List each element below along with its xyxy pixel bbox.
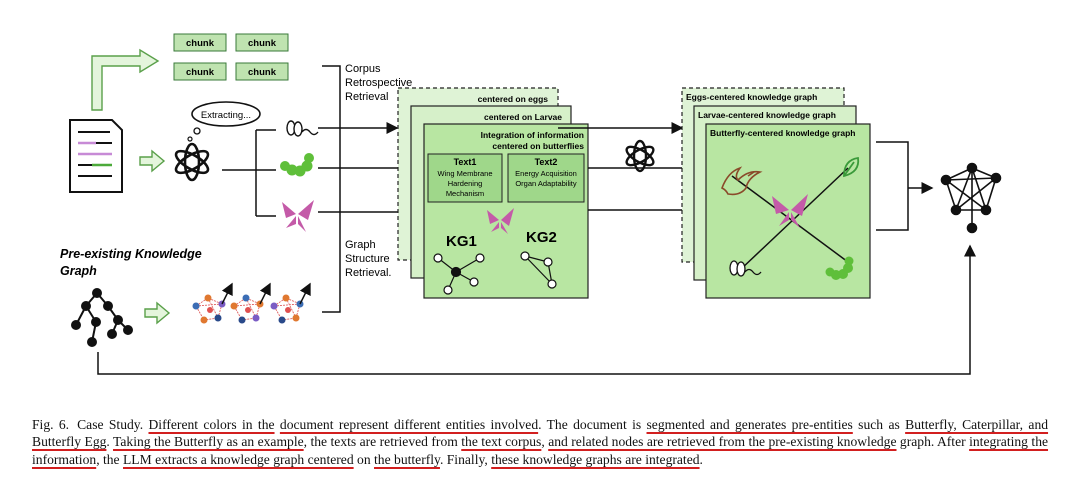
- kg1-graph: [433, 253, 485, 295]
- chunk-label: chunk: [248, 67, 277, 78]
- caption-underlined-segment: LLM extracts a knowledge graph centered: [123, 451, 354, 467]
- document-icon: [69, 119, 123, 193]
- preexisting-label: Pre-existing Knowledge: [60, 247, 202, 261]
- caption-underlined-segment: Butterfly, Caterpillar, and Butterfly Eg…: [32, 417, 1049, 450]
- kg-bracket: [876, 141, 909, 231]
- caption-underlined-segment: the text corpus: [461, 434, 542, 450]
- caption-segment: .: [699, 451, 703, 467]
- kg1-label: KG1: [446, 233, 477, 250]
- caption-segment: on: [353, 451, 375, 467]
- kg-stack: Eggs-centered knowledge graph Larvae-cen…: [681, 87, 871, 299]
- chunk-arrow: [91, 48, 160, 111]
- caption-segment: such as: [852, 417, 906, 432]
- network-icon: [940, 162, 1002, 234]
- text1-title: Text1: [454, 157, 477, 167]
- text2-line: Energy Acquisition: [515, 169, 577, 178]
- caption-underlined-segment: segmented and generates pre-entities: [646, 417, 853, 432]
- caption-label: Fig. 6.: [32, 417, 70, 432]
- bird-icon: [720, 166, 763, 196]
- corpus-label-line: Retrieval: [345, 91, 388, 103]
- butterfly-icon: [282, 200, 314, 232]
- chunk-label: chunk: [186, 67, 215, 78]
- corpus-label-line: Retrospective: [345, 77, 412, 89]
- tree-graph-icon: [71, 288, 133, 347]
- chunk-boxes: chunk chunk chunk chunk: [173, 33, 289, 81]
- caption-body: Case Study. Different colors in the docu…: [32, 417, 1048, 467]
- caption-underlined-segment: these knowledge graphs are integrated: [491, 451, 700, 467]
- preexisting-label: Graph: [60, 264, 97, 278]
- text1-line: Wing Membrane: [437, 169, 492, 178]
- thought-cloud: Extracting...: [187, 101, 261, 142]
- colored-graphs: [192, 282, 311, 324]
- caption-underlined-segment: Different colors in the: [148, 417, 275, 432]
- caption-segment: . The document is: [538, 417, 647, 432]
- figure-diagram: chunk chunk chunk chunk Extracting...: [60, 33, 1002, 375]
- caption-underlined-segment: Taking the Butterfly as an example: [113, 434, 304, 450]
- corpus-bracket: [322, 65, 341, 313]
- panel-integration-title: centered on butterflies: [492, 141, 584, 151]
- green-arrow: [139, 149, 166, 173]
- chunk-label: chunk: [248, 38, 277, 49]
- green-arrow: [144, 301, 171, 325]
- caption-underlined-segment: integrating the information: [32, 434, 1049, 467]
- figure-caption: Fig. 6.Case Study. Different colors in t…: [32, 416, 1048, 468]
- text2-line: Organ Adaptability: [515, 179, 577, 188]
- text1-box: [427, 153, 503, 203]
- text1-line: Hardening: [448, 179, 483, 188]
- extracting-label: Extracting...: [201, 110, 251, 121]
- chunk-box: [173, 33, 227, 52]
- text2-title: Text2: [535, 157, 558, 167]
- egg-icon: [286, 120, 319, 137]
- caption-segment: . Finally,: [439, 451, 492, 467]
- butterfly-icon: [772, 194, 808, 228]
- caption-segment: , the texts are retrieved from: [303, 434, 462, 450]
- chunk-box: [235, 62, 289, 81]
- caption-segment: graph. After: [896, 434, 970, 450]
- text1-line: Mechanism: [446, 189, 484, 198]
- egg-icon: [729, 260, 762, 277]
- caption-segment: .: [106, 434, 114, 450]
- corpus-label-line: Corpus: [345, 63, 381, 75]
- panel-integration-title: Integration of information: [481, 130, 584, 140]
- kg-eggs-title: Eggs-centered knowledge graph: [686, 92, 817, 102]
- caption-segment: , the: [96, 451, 123, 467]
- graph-label-line: Graph: [345, 239, 376, 251]
- caption-underlined-segment: document represent different entities in…: [279, 417, 539, 432]
- text2-box: [507, 153, 585, 203]
- chunk-box: [235, 33, 289, 52]
- butterfly-icon: [487, 208, 514, 234]
- feedback-loop-arrow: [97, 244, 976, 375]
- llm-logo-icon: [174, 142, 210, 182]
- caption-segment: Case Study.: [77, 417, 149, 432]
- caption-underlined-segment: the butterfly: [374, 451, 440, 467]
- llm-logo-icon: [625, 139, 655, 173]
- kg-larvae-title: Larvae-centered knowledge graph: [698, 110, 836, 120]
- caption-underlined-segment: and related nodes are retrieved from the…: [548, 434, 897, 450]
- caption-segment: ,: [541, 434, 549, 450]
- caterpillar-icon: [825, 256, 854, 280]
- leaf-icon: [843, 156, 860, 178]
- panel-eggs-title: centered on eggs: [478, 94, 549, 104]
- chunk-label: chunk: [186, 38, 215, 49]
- caterpillar-icon: [280, 153, 314, 177]
- chunk-box: [173, 62, 227, 81]
- kg2-graph: [520, 251, 557, 289]
- graph-label-line: Retrieval.: [345, 267, 391, 279]
- kg2-label: KG2: [526, 229, 557, 246]
- entity-bracket: [222, 129, 276, 217]
- kg-butterfly-title: Butterfly-centered knowledge graph: [710, 128, 855, 138]
- graph-label-line: Structure: [345, 253, 390, 265]
- panel-larvae-title: centered on Larvae: [484, 112, 562, 122]
- retrieval-panels: centered on eggs centered on Larvae Inte…: [397, 87, 589, 299]
